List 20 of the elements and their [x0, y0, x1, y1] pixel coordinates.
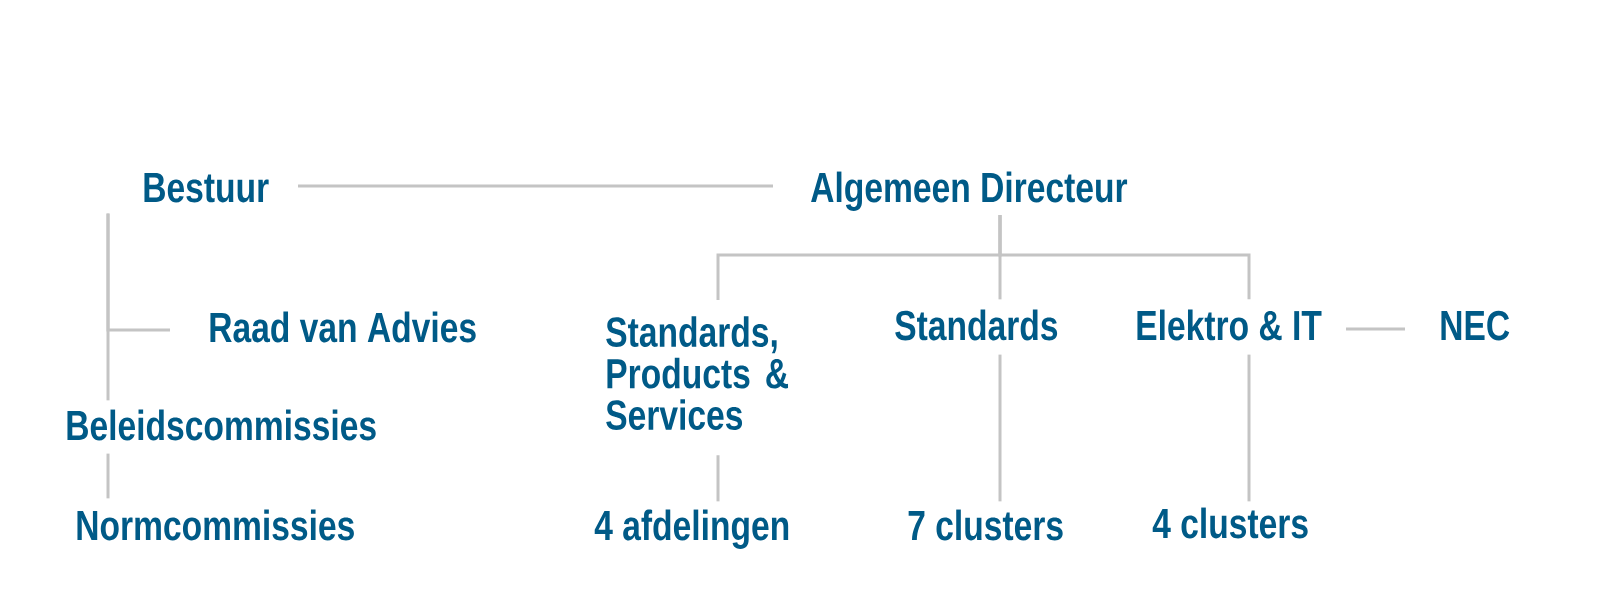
unit-label: 7 clusters — [908, 509, 1063, 541]
unit-label: Standards — [895, 309, 1058, 341]
connector-line — [998, 215, 1251, 300]
unit-label: NEC — [1441, 310, 1510, 341]
connector-line — [298, 184, 773, 188]
unit-label: Standards, Products & Services — [606, 316, 788, 431]
unit-label: Raad van Advies — [210, 311, 476, 343]
connector-line — [716, 455, 720, 502]
connector-line — [1346, 327, 1405, 331]
connector-line — [998, 354, 1002, 502]
unit-label: Normcommissies — [77, 509, 354, 541]
unit-label: 4 clusters — [1152, 507, 1308, 539]
connector-line — [1247, 354, 1251, 502]
unit-label: 4 afdelingen — [594, 509, 789, 549]
unit-label: Elektro & IT — [1137, 309, 1322, 341]
connector-line — [106, 213, 110, 401]
connector-line — [106, 453, 110, 499]
unit-label: Bestuur — [144, 173, 269, 203]
unit-label: Algemeen Directeur — [811, 171, 1128, 211]
unit-label: Beleidscommissies — [67, 409, 376, 441]
